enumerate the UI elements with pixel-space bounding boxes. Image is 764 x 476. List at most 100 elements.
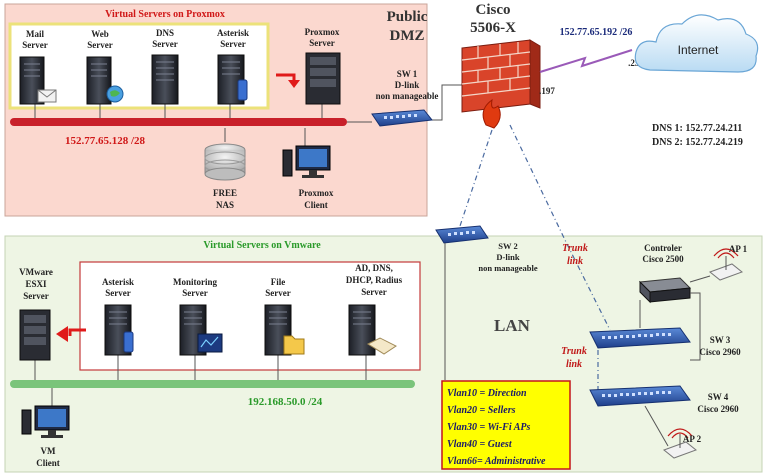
svg-text:AP 2: AP 2 [683,434,702,444]
svg-text:ESXI: ESXI [25,279,47,289]
nas-storage: FREE NAS [204,143,246,210]
svg-text:Client: Client [36,458,60,468]
svg-text:Monitoring: Monitoring [173,277,217,287]
svg-text:DHCP, Radius: DHCP, Radius [346,275,403,285]
wan-link [539,49,633,73]
vm-client: VM Client [21,405,70,468]
svg-text:AD, DNS,: AD, DNS, [355,263,393,273]
svg-text:D-link: D-link [496,252,519,262]
book-icon [366,337,397,355]
wifi-icon [717,252,735,259]
svg-text:link: link [566,359,582,370]
wan-network-label: 152.77.65.192 /26 [560,27,633,38]
svg-text:Cisco: Cisco [476,2,511,18]
svg-text:Controler: Controler [644,243,682,253]
svg-text:Proxmox: Proxmox [299,188,334,198]
svg-text:SW 3: SW 3 [710,335,731,345]
trunk-link-fw-sw2 [457,129,493,233]
switch-sw3: SW 3 Cisco 2960 [589,327,741,357]
lan-title: Virtual Servers on Vmware [203,240,321,251]
fire-icon [482,98,501,129]
lan-bus: 192.168.50.0 /24 [10,243,446,408]
server-proxmox: Proxmox Server [305,27,341,105]
vlan-item: Vlan40 = Guest [447,439,513,450]
svg-text:SW 1: SW 1 [397,69,418,79]
server-monitoring: Monitoring Server [173,277,223,356]
dns-2: DNS 2: 152.77.24.219 [652,137,743,148]
svg-text:Cisco 2960: Cisco 2960 [697,404,739,414]
dmz-zone-label-1: Public [387,9,428,25]
monitor-icon [197,333,223,353]
server-asterisk-lan: Asterisk Server [102,277,134,356]
svg-text:Web: Web [91,29,109,39]
lan-label: LAN [494,316,531,335]
vlan-item: Vlan30 = Wi-Fi APs [447,422,531,433]
svg-text:Cisco 2960: Cisco 2960 [699,347,741,357]
server-asterisk-dmz: Asterisk Server [217,28,249,105]
phone-icon [123,331,134,353]
svg-text:Server: Server [182,288,207,298]
svg-text:SW 4: SW 4 [708,392,729,402]
server-vmware-esxi: VMware ESXI Server [19,267,53,361]
proxmox-client: Proxmox Client [282,145,334,210]
svg-text:Server: Server [23,291,48,301]
access-point-ap1: AP 1 [689,244,748,283]
svg-text:Mail: Mail [26,29,44,39]
server-mail: Mail Server [19,29,57,105]
dmz-bus: 152.77.65.128 /28 [10,118,347,147]
svg-text:DNS: DNS [156,28,174,38]
svg-text:Trunk: Trunk [561,346,587,357]
svg-text:Server: Server [265,288,290,298]
svg-text:VM: VM [41,446,56,456]
svg-text:Proxmox: Proxmox [305,27,340,37]
vlan-legend: Vlan10 = Direction Vlan20 = Sellers Vlan… [441,380,571,470]
server-ad-dns-dhcp-radius: AD, DNS, DHCP, Radius Server [346,263,403,356]
svg-text:AP 1: AP 1 [729,244,748,254]
arrow-icon [276,73,296,82]
server-dns: DNS Server [151,28,179,105]
svg-text:NAS: NAS [216,200,234,210]
svg-text:Server: Server [361,287,386,297]
svg-text:Asterisk: Asterisk [217,28,249,38]
firewall-outside-port: .197 [539,86,555,96]
arrow-icon [68,328,86,336]
svg-text:SW 2: SW 2 [498,241,517,251]
svg-text:Server: Server [220,39,245,49]
server-web: Web Server [86,29,124,105]
svg-text:Server: Server [152,39,177,49]
vlan-item: Vlan66= Administrative [447,456,546,467]
svg-text:non manageable: non manageable [478,263,537,273]
dmz-title: Virtual Servers on Proxmox [105,9,225,20]
vlan-item: Vlan20 = Sellers [447,405,516,416]
firewall-cisco: Cisco 5506-X .197 [461,2,555,129]
svg-text:link: link [567,256,583,267]
cloud-icon: Internet [634,14,759,73]
svg-text:File: File [271,277,286,287]
phone-icon [237,79,248,101]
internet-label: Internet [678,43,719,57]
svg-text:Server: Server [309,38,334,48]
svg-text:5506-X: 5506-X [470,20,516,36]
svg-text:Server: Server [22,40,47,50]
wifi-icon [671,432,689,439]
server-file: File Server [264,277,305,356]
svg-text:VMware: VMware [19,267,53,277]
trunk-link-fw-sw3 [509,124,611,331]
dns-1: DNS 1: 152.77.24.211 [652,123,742,134]
vlan-item: Vlan10 = Direction [447,388,527,399]
wlan-controller: Controler Cisco 2500 [638,243,701,361]
dmz-zone-label-2: DMZ [390,28,425,44]
svg-text:Cisco 2500: Cisco 2500 [642,254,684,264]
switch-sw2: SW 2 D-link non manageable [435,225,538,273]
svg-text:D-link: D-link [395,80,420,90]
svg-text:Server: Server [87,40,112,50]
svg-text:FREE: FREE [213,188,237,198]
svg-text:non manageable: non manageable [376,91,439,101]
svg-text:Server: Server [105,288,130,298]
folder-icon [283,335,305,355]
switch-sw4: SW 4 Cisco 2960 [589,385,739,447]
svg-text:Client: Client [304,200,328,210]
svg-text:Trunk: Trunk [562,243,588,254]
access-point-ap2: AP 2 [662,428,702,459]
